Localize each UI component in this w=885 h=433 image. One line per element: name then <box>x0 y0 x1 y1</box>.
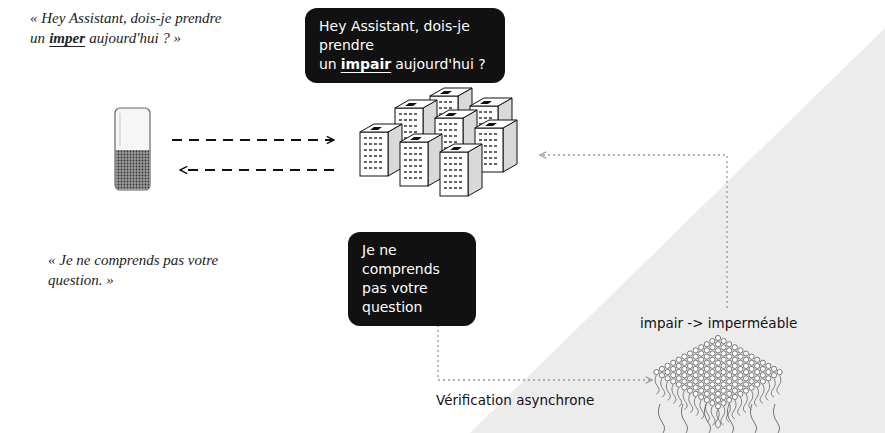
label-text: « Je ne comprends pas votre question. » <box>48 252 218 288</box>
label-text: imper <box>49 30 85 46</box>
label-text: impair -> imperméable <box>640 315 797 331</box>
label-text: aujourd'hui ? » <box>89 30 181 46</box>
handwritten-reply: « Je ne comprends pas votre question. » <box>48 250 253 291</box>
request-arrow <box>172 139 334 141</box>
correction-label: impair -> imperméable <box>640 314 797 332</box>
response-arrow <box>180 169 334 171</box>
speech-bubble: Hey Assistant, dois-je prendre unimpaira… <box>305 8 505 83</box>
neural-network <box>654 335 782 433</box>
server-tower <box>440 144 482 196</box>
speech-bubble: Je ne comprends pas votre question <box>348 232 476 326</box>
bubble-text: Je ne comprends pas votre question <box>362 242 440 315</box>
async-label: Vérification asynchrone <box>436 391 594 409</box>
grey-background <box>470 28 885 433</box>
handwritten-query: « Hey Assistant, dois-je prendre unimper… <box>30 8 285 49</box>
bubble-text: impair <box>341 56 392 72</box>
server-tower <box>360 124 402 176</box>
server-tower <box>400 134 442 186</box>
smart-speaker <box>115 108 150 190</box>
server-cluster <box>360 88 517 196</box>
correction-line <box>540 155 727 308</box>
bubble-text: aujourd'hui ? <box>395 56 486 72</box>
label-text: Vérification asynchrone <box>436 392 594 408</box>
